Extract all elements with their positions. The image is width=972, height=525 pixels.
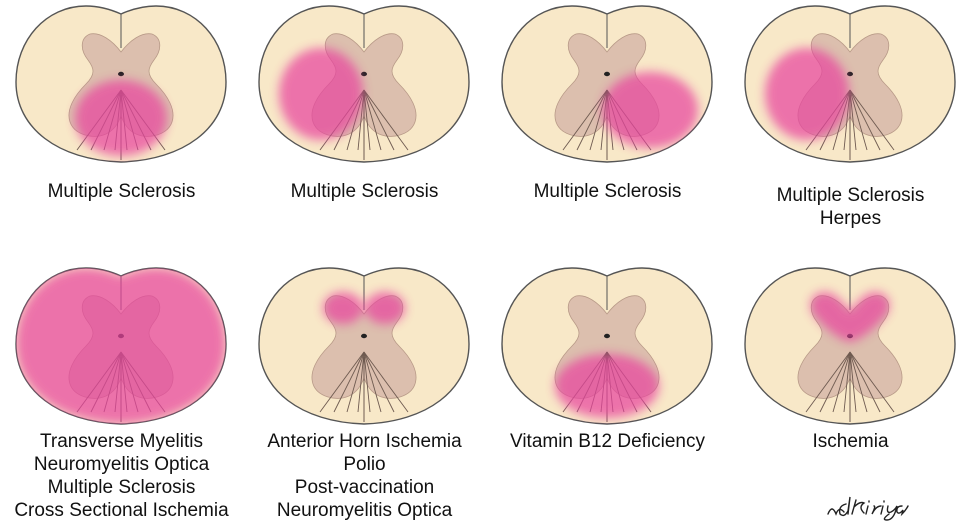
lesion-overlay <box>279 48 363 140</box>
caption-line: Anterior Horn Ischemia <box>243 430 486 453</box>
caption-2: Multiple Sclerosis <box>243 180 486 203</box>
central-canal <box>361 334 367 338</box>
caption-5: Transverse Myelitis Neuromyelitis Optica… <box>0 430 243 522</box>
panel-1: Multiple Sclerosis <box>0 0 243 262</box>
caption-line: Herpes <box>729 207 972 230</box>
central-canal <box>361 72 367 76</box>
caption-3: Multiple Sclerosis <box>486 180 729 203</box>
lesion-overlay <box>16 268 226 424</box>
spinal-cord-diagram-1 <box>0 0 243 170</box>
lesion-overlay <box>602 72 698 148</box>
caption-line: Multiple Sclerosis <box>729 184 972 207</box>
central-canal <box>847 72 853 76</box>
central-canal <box>118 72 124 76</box>
lesion-overlay <box>765 48 849 140</box>
spinal-cord-diagram-2 <box>243 0 486 170</box>
central-canal <box>604 72 610 76</box>
lesion-overlay <box>75 80 167 156</box>
caption-8: Ischemia <box>729 430 972 453</box>
caption-line: Multiple Sclerosis <box>243 180 486 203</box>
panel-4: Multiple Sclerosis Herpes <box>729 0 972 262</box>
spinal-cord-diagram-7 <box>486 262 729 432</box>
lesion-overlay <box>555 354 659 418</box>
spinal-cord-diagram-6 <box>243 262 486 432</box>
caption-1: Multiple Sclerosis <box>0 180 243 203</box>
caption-line: Neuromyelitis Optica <box>243 499 486 522</box>
caption-line: Post-vaccination <box>243 476 486 499</box>
spinal-cord-diagram-4 <box>729 0 972 170</box>
panel-8: Ischemia <box>729 262 972 524</box>
caption-line: Polio <box>243 453 486 476</box>
caption-line: Multiple Sclerosis <box>0 476 243 499</box>
caption-7: Vitamin B12 Deficiency <box>486 430 729 453</box>
caption-line: Transverse Myelitis <box>0 430 243 453</box>
spinal-cord-diagram-3 <box>486 0 729 170</box>
panel-3: Multiple Sclerosis <box>486 0 729 262</box>
spinal-cord-diagram-5 <box>0 262 243 432</box>
caption-line: Multiple Sclerosis <box>486 180 729 203</box>
caption-4: Multiple Sclerosis Herpes <box>729 184 972 230</box>
panel-7: Vitamin B12 Deficiency <box>486 262 729 524</box>
panel-2: Multiple Sclerosis <box>243 0 486 262</box>
caption-line: Multiple Sclerosis <box>0 180 243 203</box>
caption-6: Anterior Horn Ischemia Polio Post-vaccin… <box>243 430 486 522</box>
spinal-cord-diagram-8 <box>729 262 972 432</box>
caption-line: Vitamin B12 Deficiency <box>486 430 729 453</box>
panel-6: Anterior Horn Ischemia Polio Post-vaccin… <box>243 262 486 524</box>
panel-5: Transverse Myelitis Neuromyelitis Optica… <box>0 262 243 524</box>
central-canal <box>604 334 610 338</box>
author-signature-logo <box>820 490 972 525</box>
caption-line: Ischemia <box>729 430 972 453</box>
caption-line: Neuromyelitis Optica <box>0 453 243 476</box>
caption-line: Cross Sectional Ischemia <box>0 499 243 522</box>
